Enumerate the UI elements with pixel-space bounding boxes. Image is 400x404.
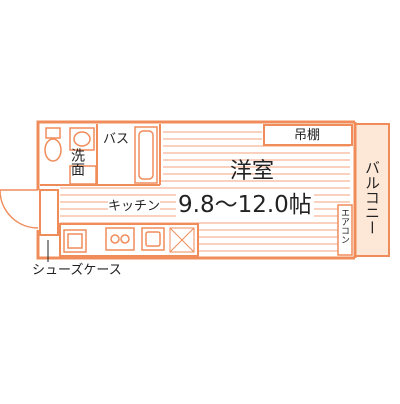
- bath-label: バス: [103, 132, 130, 147]
- outer-walls: [36, 120, 357, 260]
- storage-label: 吊棚: [294, 128, 321, 143]
- balcony-label: バルコニー: [363, 160, 381, 235]
- room-size-label: 9.8～12.0帖: [176, 192, 314, 218]
- stove-icon: [105, 227, 135, 251]
- washroom-label: 洗面: [69, 148, 85, 176]
- kitchen-label: キッチン: [108, 199, 161, 214]
- room-name-label: 洋室: [230, 159, 275, 184]
- washroom-label-top: 洗: [69, 148, 85, 162]
- sink-icon: [141, 227, 165, 251]
- bathtub-icon: [134, 126, 158, 184]
- fridge-icon: [63, 229, 87, 253]
- aircon-label: エアコン: [339, 208, 349, 244]
- washroom-label-bottom: 面: [69, 162, 85, 176]
- entrance-door: [0, 189, 39, 229]
- washing-machine-area: [69, 165, 97, 185]
- aircon-unit: [337, 204, 353, 256]
- cabinet-x-icon: [169, 227, 195, 253]
- shoe-case-label: シューズケース: [32, 263, 122, 278]
- toilet-icon: [44, 127, 62, 162]
- washbasin-icon: [69, 127, 95, 151]
